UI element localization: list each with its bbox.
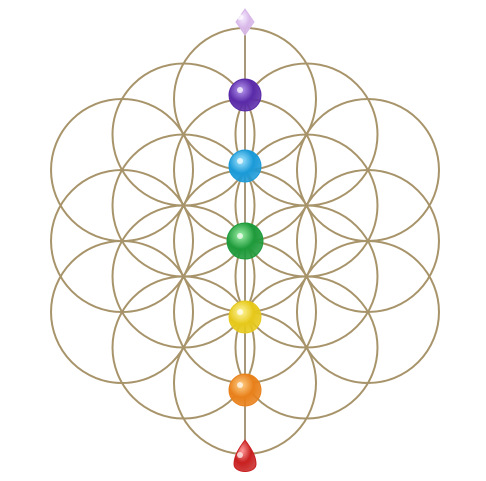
solar-plexus-gem <box>229 301 261 333</box>
sacral-gem <box>229 374 261 406</box>
heart-gem <box>227 223 263 259</box>
root-gem <box>234 440 256 472</box>
throat-gem <box>229 150 261 182</box>
crown-gem <box>236 9 254 35</box>
third-eye-gem <box>229 79 261 111</box>
